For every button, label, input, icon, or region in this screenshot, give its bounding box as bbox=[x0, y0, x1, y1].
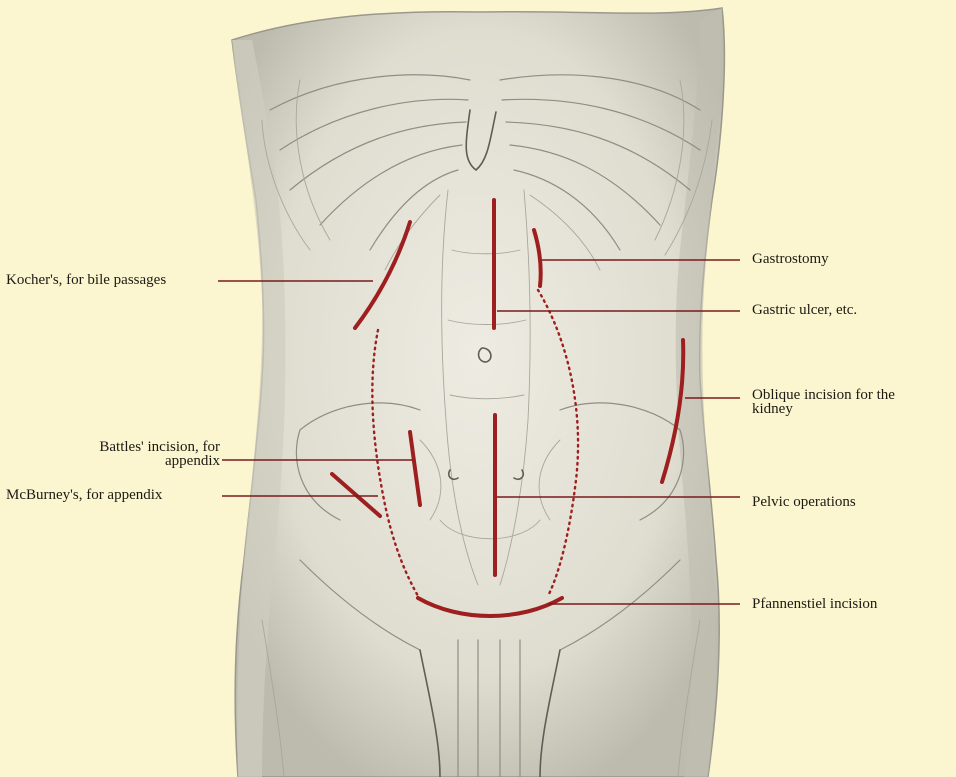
label-kidney-line2: kidney bbox=[752, 402, 793, 417]
label-pfannenstiel: Pfannenstiel incision bbox=[752, 597, 877, 612]
label-pelvic: Pelvic operations bbox=[752, 495, 856, 510]
label-gastric-ulcer: Gastric ulcer, etc. bbox=[752, 303, 857, 318]
label-mcburney: McBurney's, for appendix bbox=[6, 488, 162, 503]
label-battles-line2: appendix bbox=[40, 454, 220, 469]
label-kocher: Kocher's, for bile passages bbox=[6, 273, 166, 288]
label-gastrostomy: Gastrostomy bbox=[752, 252, 829, 267]
